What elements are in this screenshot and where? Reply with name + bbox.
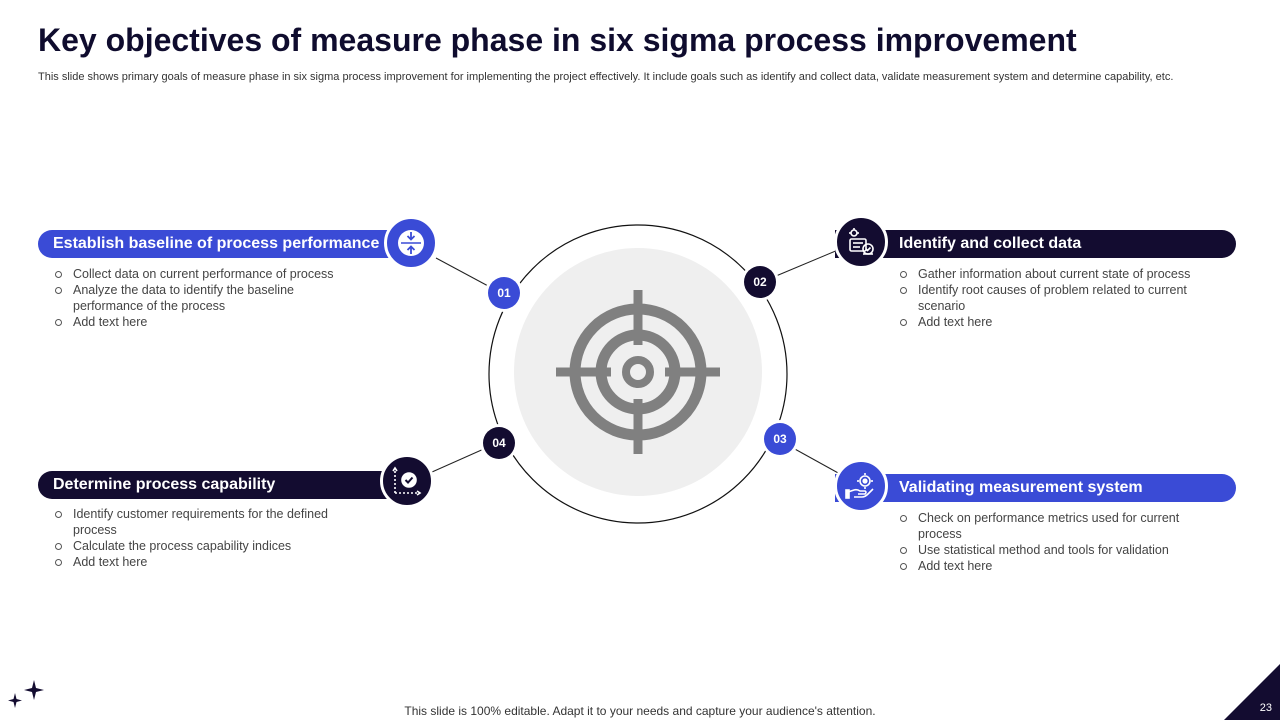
target-icon bbox=[556, 290, 720, 454]
objective-points-validate: Check on performance metrics used for cu… bbox=[898, 510, 1218, 574]
corner-decoration bbox=[1224, 664, 1280, 720]
step-number-01: 01 bbox=[488, 277, 520, 309]
page-number: 23 bbox=[1259, 702, 1272, 714]
step-number-04: 04 bbox=[483, 427, 515, 459]
list-item: Identify customer requirements for the d… bbox=[53, 506, 343, 538]
objective-title-collect-data: Identify and collect data bbox=[835, 230, 1236, 258]
compress-arrows-icon bbox=[384, 216, 438, 270]
data-analysis-icon bbox=[834, 215, 888, 269]
slide-footer: This slide is 100% editable. Adapt it to… bbox=[404, 704, 876, 718]
list-item: Analyze the data to identify the baselin… bbox=[53, 282, 363, 314]
list-item: Calculate the process capability indices bbox=[53, 538, 343, 554]
list-item: Identify root causes of problem related … bbox=[898, 282, 1218, 314]
step-number-02: 02 bbox=[744, 266, 776, 298]
list-item: Add text here bbox=[898, 558, 1218, 574]
list-item: Add text here bbox=[53, 554, 343, 570]
objective-title-baseline: Establish baseline of process performanc… bbox=[38, 230, 408, 258]
objective-points-capability: Identify customer requirements for the d… bbox=[53, 506, 343, 570]
sparkle-icon bbox=[8, 680, 44, 708]
list-item: Use statistical method and tools for val… bbox=[898, 542, 1218, 558]
list-item: Add text here bbox=[53, 314, 363, 330]
hand-gear-icon bbox=[834, 459, 888, 513]
slide-subtitle: This slide shows primary goals of measur… bbox=[38, 71, 1174, 83]
list-item: Add text here bbox=[898, 314, 1218, 330]
objective-points-collect-data: Gather information about current state o… bbox=[898, 266, 1218, 330]
slide-title: Key objectives of measure phase in six s… bbox=[38, 22, 1077, 58]
list-item: Collect data on current performance of p… bbox=[53, 266, 363, 282]
list-item: Gather information about current state o… bbox=[898, 266, 1218, 282]
objective-points-baseline: Collect data on current performance of p… bbox=[53, 266, 363, 330]
objective-title-capability: Determine process capability bbox=[38, 471, 408, 499]
step-number-03: 03 bbox=[764, 423, 796, 455]
objective-title-validate: Validating measurement system bbox=[835, 474, 1236, 502]
list-item: Check on performance metrics used for cu… bbox=[898, 510, 1218, 542]
chart-check-icon bbox=[380, 454, 434, 508]
